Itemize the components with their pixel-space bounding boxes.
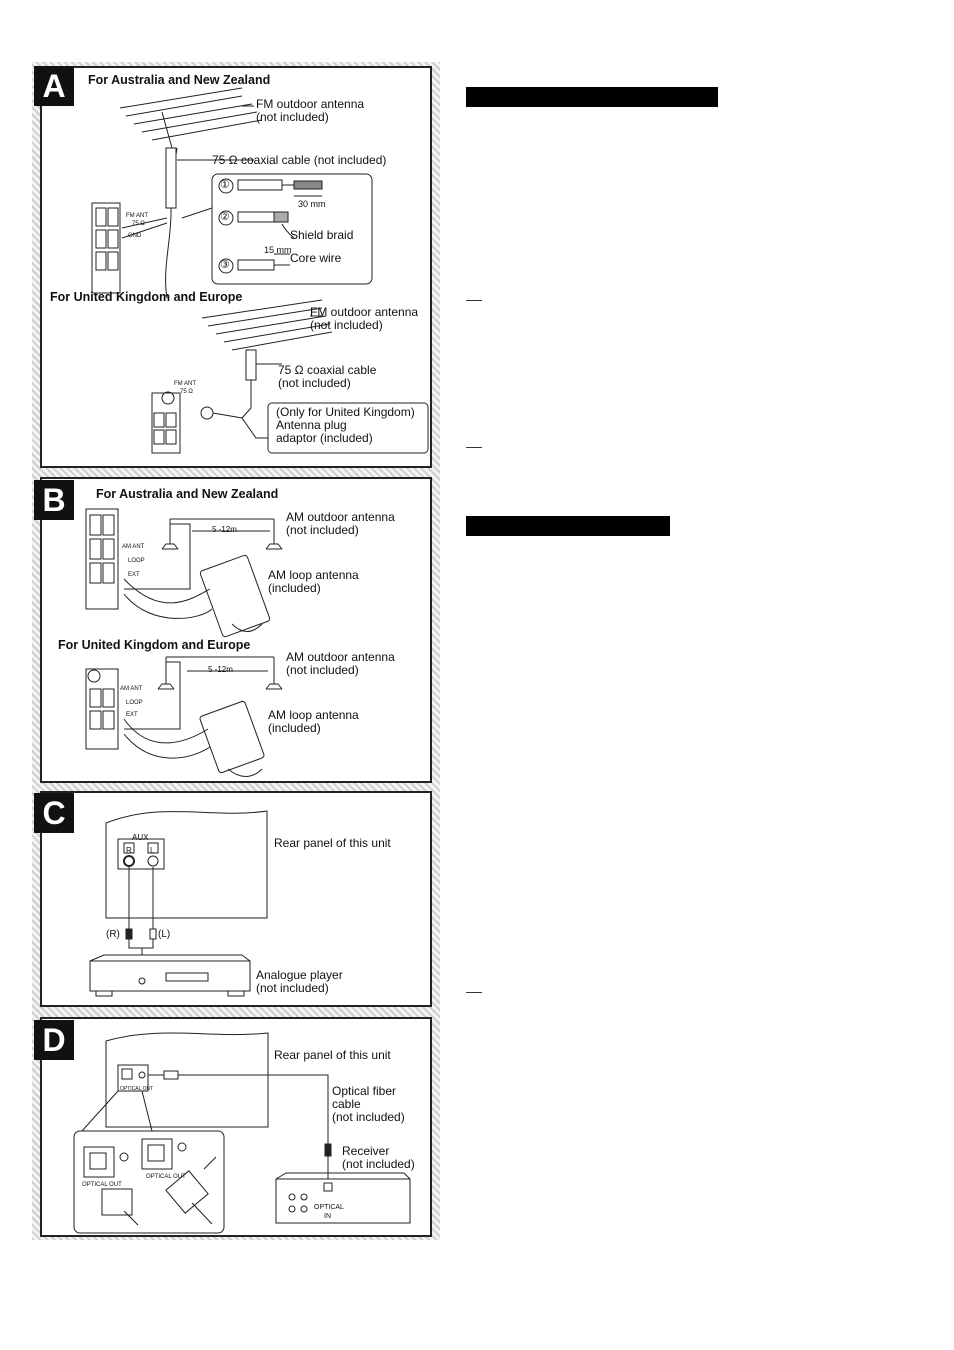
badge-d: D <box>34 1020 74 1060</box>
label-plug-r: (R) <box>106 929 120 940</box>
label-30mm: 30 mm <box>298 199 326 209</box>
label-adaptor-included: adaptor (included) <box>276 431 373 445</box>
label-step2: ② <box>220 211 230 223</box>
label-receiver: Receiver <box>342 1144 390 1158</box>
label-plug-l: (L) <box>158 929 171 940</box>
aux-connection-diagram <box>89 810 268 997</box>
label-rear-panel-d: Rear panel of this unit <box>274 1048 391 1062</box>
dash-mark-1 <box>466 300 482 301</box>
label-am-outdoor-uk-ni: (not included) <box>286 663 359 677</box>
label-loop: LOOP <box>128 558 145 564</box>
badge-c: C <box>34 793 74 833</box>
label-am-outdoor: AM outdoor antenna <box>286 510 395 524</box>
label-ext-uk: EXT <box>126 712 138 718</box>
label-antenna-plug: Antenna plug <box>276 418 347 432</box>
am-antenna-diagram <box>85 508 283 777</box>
badge-a: A <box>34 66 74 106</box>
label-not-included: (not included) <box>256 110 329 124</box>
label-fm-antenna-uk: FM outdoor antenna <box>310 305 419 319</box>
label-fm-antenna: FM outdoor antenna <box>256 97 365 111</box>
dash-mark-2 <box>466 447 482 448</box>
label-analogue-player: Analogue player <box>256 968 343 982</box>
label-step3: ③ <box>220 259 230 271</box>
label-optical-fiber: Optical fiber <box>332 1084 397 1098</box>
label-optical-cable: cable <box>332 1097 361 1111</box>
label-analogue-player-ni: (not included) <box>256 981 329 995</box>
label-l-jack: L <box>150 846 155 855</box>
label-fm-ant-uk-jack: FM ANT <box>174 381 196 387</box>
label-loop-uk: LOOP <box>126 700 143 706</box>
label-15mm: 15 mm <box>264 245 292 255</box>
panel-d: Rear panel of this unit OPTICAL OUT Opti… <box>40 1017 432 1237</box>
optical-connection-diagram <box>73 1032 411 1234</box>
dash-mark-3 <box>466 992 482 993</box>
label-not-included-uk: (not included) <box>310 318 383 332</box>
label-rear-panel-c: Rear panel of this unit <box>274 836 391 850</box>
label-ext: EXT <box>128 572 140 578</box>
label-distance-uk: 5 -12m <box>208 665 233 674</box>
label-shield-braid: Shield braid <box>290 228 354 242</box>
heading-uk-am: For United Kingdom and Europe <box>58 638 251 652</box>
label-am-loop: AM loop antenna <box>268 568 359 582</box>
label-am-loop-uk-inc: (included) <box>268 721 321 735</box>
panel-c: AUX R L Rear panel of this unit (R) (L) … <box>40 791 432 1007</box>
label-75ohm-jack: 75 Ω <box>132 221 145 227</box>
badge-b: B <box>34 480 74 520</box>
label-receiver-ni: (not included) <box>342 1157 415 1171</box>
label-coax-uk: 75 Ω coaxial cable <box>278 363 377 377</box>
label-core-wire: Core wire <box>290 251 342 265</box>
label-optical-ni: (not included) <box>332 1110 405 1124</box>
heading-uk-fm: For United Kingdom and Europe <box>50 290 243 304</box>
label-step1: ① <box>220 179 230 191</box>
label-optical-out-zoom-2: OPTICAL OUT <box>146 1174 186 1180</box>
label-uk-only: (Only for United Kingdom) <box>276 405 415 419</box>
heading-au-fm: For Australia and New Zealand <box>88 73 271 87</box>
label-am-outdoor-uk: AM outdoor antenna <box>286 650 395 664</box>
label-optical-out: OPTICAL OUT <box>120 1086 154 1092</box>
label-optical-in-2: IN <box>324 1213 331 1220</box>
heading-au-am: For Australia and New Zealand <box>96 487 279 501</box>
label-am-loop-inc: (included) <box>268 581 321 595</box>
fm-antenna-diagram <box>91 87 429 454</box>
label-distance: 5 -12m <box>212 525 237 534</box>
label-coax-uk-ni: (not included) <box>278 376 351 390</box>
section-heading-bar-2 <box>466 516 670 536</box>
label-aux: AUX <box>132 833 149 842</box>
label-am-loop-uk: AM loop antenna <box>268 708 359 722</box>
panel-b: For Australia and New Zealand AM outdoor… <box>40 477 432 783</box>
label-gnd: GND <box>128 233 142 239</box>
label-optical-out-zoom-1: OPTICAL OUT <box>82 1182 122 1188</box>
panel-a: For Australia and New Zealand FM outdoor… <box>40 66 432 468</box>
label-r-jack: R <box>126 846 132 855</box>
section-heading-bar-1 <box>466 87 718 107</box>
label-fm-ant-jack: FM ANT <box>126 213 148 219</box>
label-am-ant: AM ANT <box>122 544 145 550</box>
label-optical-in-1: OPTICAL <box>314 1204 344 1211</box>
label-am-outdoor-ni: (not included) <box>286 523 359 537</box>
label-am-ant-uk: AM ANT <box>120 686 143 692</box>
label-coax-au: 75 Ω coaxial cable (not included) <box>212 153 387 167</box>
label-75ohm-uk-jack: 75 Ω <box>180 389 193 395</box>
